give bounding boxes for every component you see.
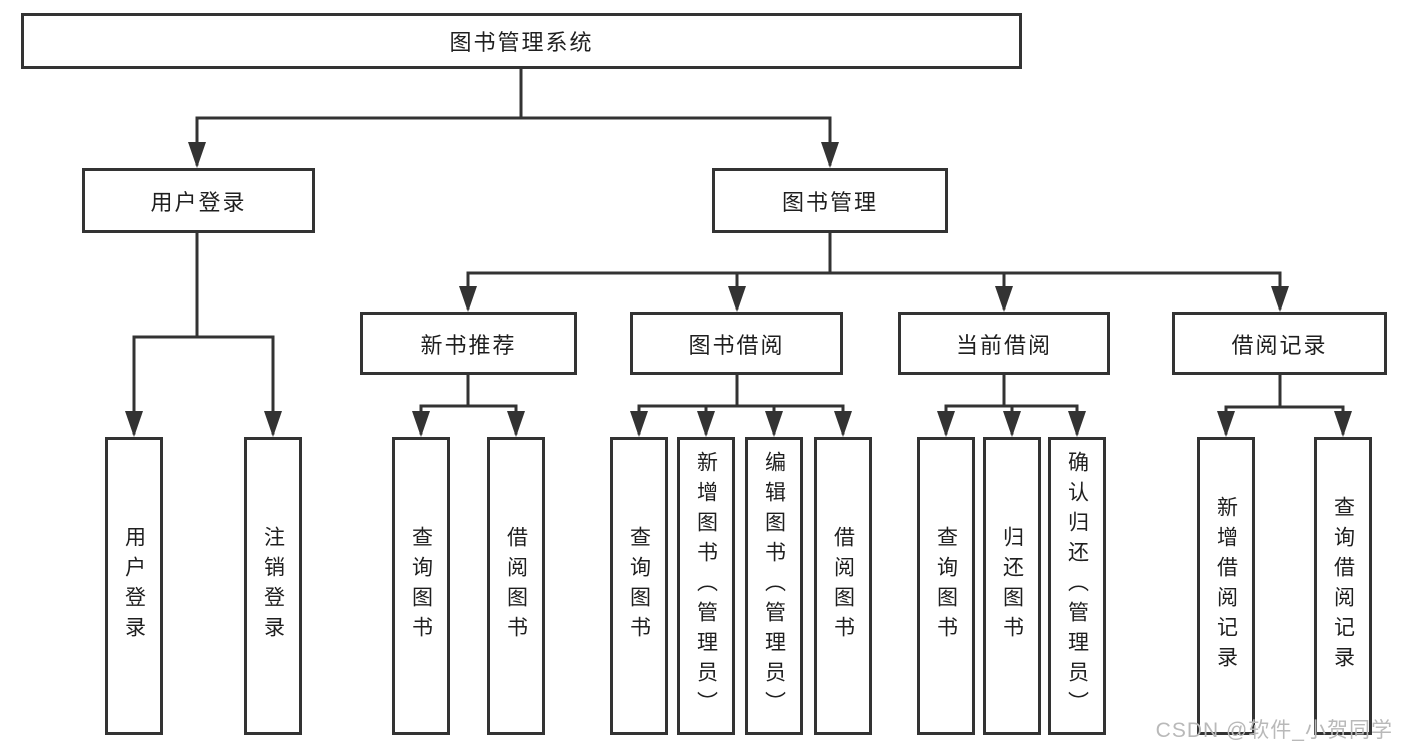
node-label: 归还图书 [1000,526,1024,646]
arrow-leaf-add-borrow-record [1217,411,1235,437]
leaf-borrow-books-recommend: 借阅图书 [487,437,545,735]
leaf-query-books-borrowing: 查询图书 [610,437,668,735]
node-label: 借阅图书 [504,526,528,646]
node-book-borrowing: 图书借阅 [630,312,843,375]
leaf-add-book-admin: 新增图书（管理员） [677,437,735,735]
arrow-new-book-recommend [459,286,477,312]
arrow-leaf-query-books-recommend [412,411,430,437]
node-label: 借阅图书 [831,526,855,646]
node-label: 查询借阅记录 [1331,496,1355,676]
leaf-borrow-books-borrowing: 借阅图书 [814,437,872,735]
leaf-logout: 注销登录 [244,437,302,735]
arrow-leaf-edit-book-admin [765,411,783,437]
connector-user-login [132,231,275,435]
node-label: 新增借阅记录 [1214,496,1238,676]
leaf-query-books-recommend: 查询图书 [392,437,450,735]
arrow-book-management [821,142,839,168]
arrow-leaf-confirm-return-admin [1068,411,1086,437]
connector-book-management [466,231,1282,310]
arrow-user-login [188,142,206,168]
node-label: 注销登录 [261,526,285,646]
arrow-leaf-query-books-borrowing [630,411,648,437]
arrow-leaf-query-borrow-record [1334,411,1352,437]
connector-new-book-recommend [419,373,518,435]
arrow-current-borrowing [995,286,1013,312]
leaf-confirm-return-admin: 确认归还（管理员） [1048,437,1106,735]
node-label: 确认归还（管理员） [1065,451,1089,721]
leaf-user-login: 用户登录 [105,437,163,735]
node-new-book-recommend: 新书推荐 [360,312,577,375]
arrow-leaf-user-login [125,411,143,437]
leaf-edit-book-admin: 编辑图书（管理员） [745,437,803,735]
arrow-leaf-borrow-books-recommend [507,411,525,437]
node-book-management: 图书管理 [712,168,948,233]
node-user-login: 用户登录 [82,168,315,233]
arrow-borrowing-records [1271,286,1289,312]
leaf-query-borrow-record: 查询借阅记录 [1314,437,1372,735]
node-borrowing-records: 借阅记录 [1172,312,1387,375]
node-label: 新增图书（管理员） [694,451,718,721]
node-label: 查询图书 [627,526,651,646]
arrow-leaf-return-books [1003,411,1021,437]
node-current-borrowing: 当前借阅 [898,312,1110,375]
arrow-leaf-add-book-admin [697,411,715,437]
leaf-query-books-current: 查询图书 [917,437,975,735]
node-library-management-system: 图书管理系统 [21,13,1022,69]
node-label: 查询图书 [409,526,433,646]
connector-root [195,67,832,166]
connector-book-borrowing [637,373,845,435]
arrow-leaf-logout [264,411,282,437]
arrow-leaf-borrow-books-borrowing [834,411,852,437]
arrow-book-borrowing [728,286,746,312]
node-label: 编辑图书（管理员） [762,451,786,721]
csdn-watermark: CSDN @软件_小贺同学 [1155,719,1393,742]
leaf-return-books: 归还图书 [983,437,1041,735]
node-label: 用户登录 [122,526,146,646]
arrow-leaf-query-books-current [937,411,955,437]
node-label: 查询图书 [934,526,958,646]
connector-borrowing-records [1224,373,1345,435]
leaf-add-borrow-record: 新增借阅记录 [1197,437,1255,735]
